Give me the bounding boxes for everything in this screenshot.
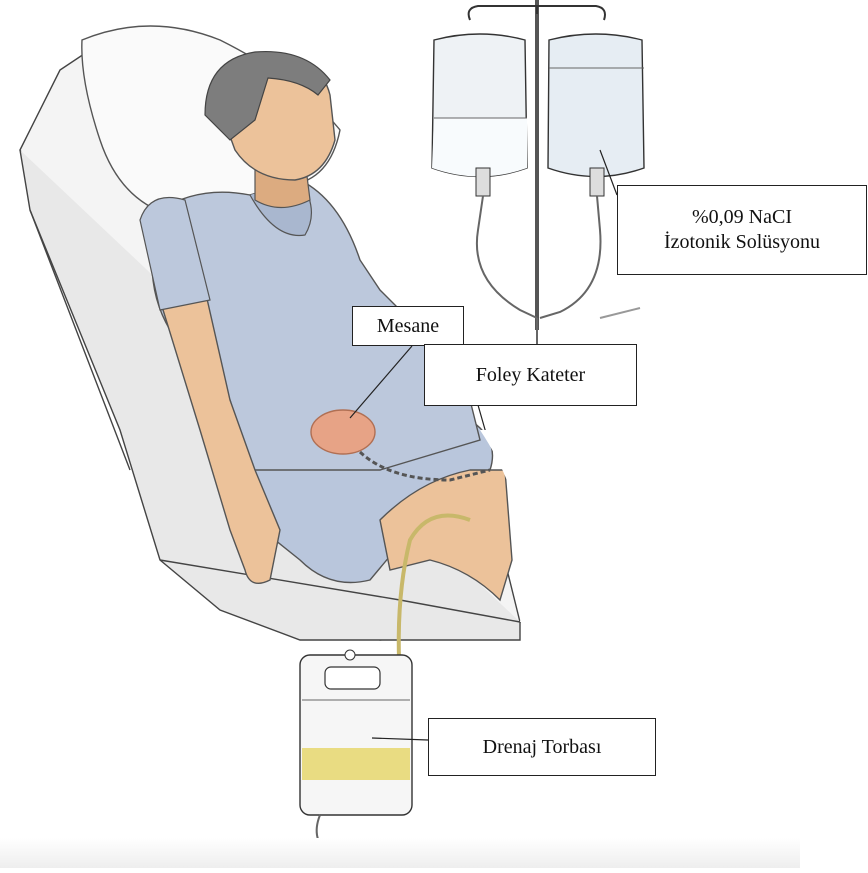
- drainage-bag: [300, 650, 412, 855]
- iv-tubing: [477, 196, 640, 345]
- iv-bag-left: [432, 34, 527, 196]
- label-drenaj-torbasi: Drenaj Torbası: [428, 718, 656, 776]
- label-nacl-line2: İzotonik Solüsyonu: [664, 230, 820, 255]
- label-mesane: Mesane: [352, 306, 464, 346]
- label-drenaj-text: Drenaj Torbası: [483, 735, 602, 760]
- bladder: [311, 410, 375, 454]
- label-nacl-solution: %0,09 NaCI İzotonik Solüsyonu: [617, 185, 867, 275]
- iv-bag-right: [548, 34, 644, 196]
- bottom-shadow: [0, 838, 800, 868]
- label-nacl-line1: %0,09 NaCI: [692, 205, 792, 230]
- label-foley-kateter: Foley Kateter: [424, 344, 637, 406]
- label-foley-text: Foley Kateter: [476, 363, 585, 388]
- label-mesane-text: Mesane: [377, 314, 439, 339]
